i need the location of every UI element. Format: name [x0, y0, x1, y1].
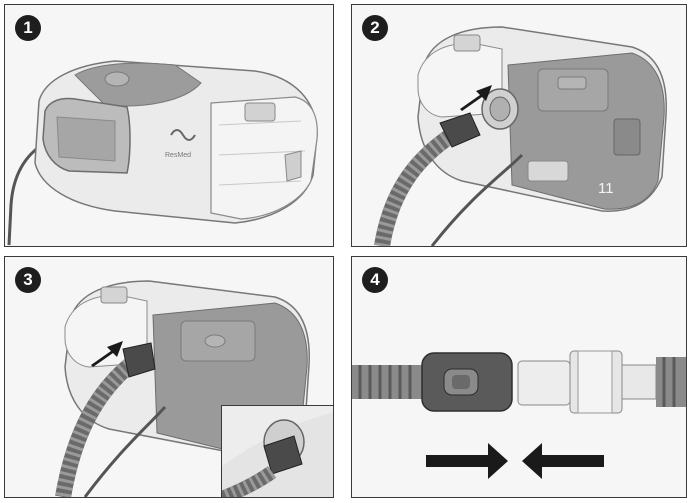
step-2-badge: 2 — [362, 15, 388, 41]
step-4-panel: 4 — [351, 256, 687, 498]
tube-cuff-to-connector-icon — [352, 350, 686, 479]
unit-number: 11 — [598, 180, 614, 197]
connect-tube-to-outlet-icon: 11 — [374, 26, 667, 246]
brand-mark: ResMed — [165, 152, 191, 159]
step-3-badge: 3 — [15, 267, 41, 293]
outlet-detail-icon — [222, 412, 333, 497]
device-icon: ResMed — [7, 60, 318, 246]
step-3-panel: 3 — [4, 256, 334, 498]
step-1-panel: 1 ResMed — [4, 4, 334, 247]
step-1-badge: 1 — [15, 15, 41, 41]
step-2-panel: 2 11 — [351, 4, 687, 247]
step-4-badge: 4 — [362, 267, 388, 293]
detail-inset — [221, 405, 333, 497]
tube-connected-icon — [55, 280, 310, 497]
